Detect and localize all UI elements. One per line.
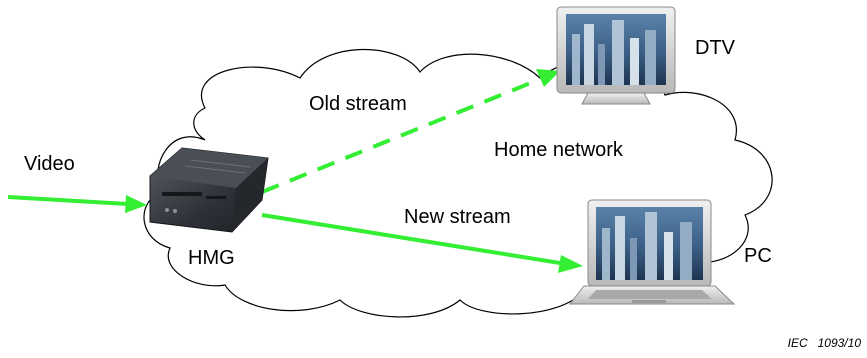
pc-label: PC <box>744 245 772 267</box>
set-top-box-icon <box>149 147 269 233</box>
new-stream-label: New stream <box>404 206 511 228</box>
video-input-arrow <box>7 195 147 213</box>
home-network-label: Home network <box>494 139 623 161</box>
dtv-label: DTV <box>695 37 735 59</box>
television-icon <box>556 6 676 105</box>
old-stream-label: Old stream <box>309 93 407 115</box>
figure-identifier: IEC 1093/10 <box>787 336 861 350</box>
hmg-label: HMG <box>188 247 235 269</box>
new-stream-arrow <box>261 213 583 273</box>
laptop-icon <box>568 199 736 305</box>
old-stream-arrow <box>261 69 560 194</box>
video-label: Video <box>24 153 75 175</box>
